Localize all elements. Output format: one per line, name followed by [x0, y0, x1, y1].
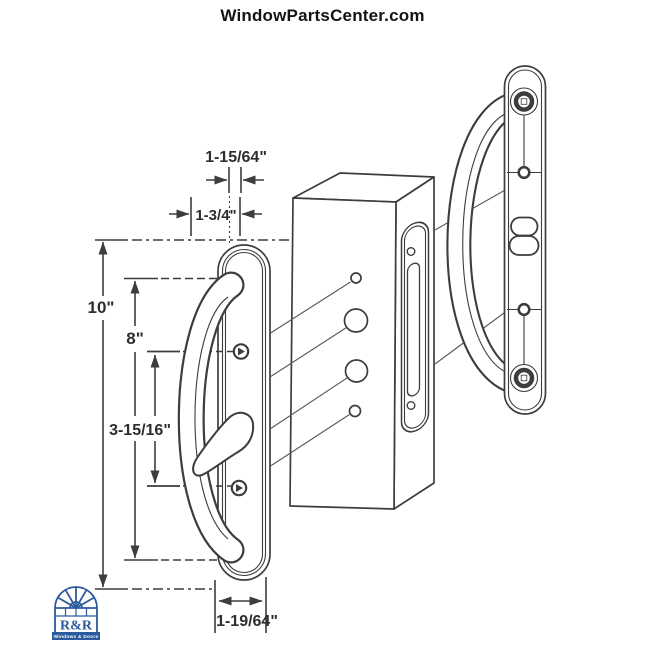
dimension-screw-spacing: 3-15/16"	[109, 350, 180, 487]
exterior-hole-bottom	[507, 302, 541, 317]
interior-screw-top	[232, 343, 250, 360]
screw-leader-lines	[268, 281, 351, 468]
exterior-handle-drawing	[434, 65, 547, 415]
dimension-base-width: 1-19/64"	[214, 577, 278, 633]
dimension-overall-height: 10"	[88, 241, 115, 588]
dimension-top-width: 1-3/4"	[169, 196, 262, 243]
dim-label-screw-spacing: 3-15/16"	[109, 422, 171, 439]
mortise-faceplate	[400, 221, 430, 433]
logo-tagline-text: Windows & Doors	[54, 634, 99, 640]
dimension-projection: 1-15/64"	[205, 149, 267, 193]
thumb-latch-lever	[192, 411, 255, 477]
stile-front-face	[289, 197, 397, 510]
stile-hole-bottom	[348, 404, 362, 418]
exterior-screw-boss-top	[509, 87, 539, 116]
exterior-hole-top	[507, 165, 541, 180]
logo-brand-text: R&R	[60, 619, 93, 634]
exterior-screw-boss-bottom	[509, 363, 539, 393]
dimension-handle-height: 8"	[126, 280, 144, 559]
faceplate-screw-bottom	[406, 401, 416, 411]
stile-spindle-hole-upper	[343, 308, 369, 333]
interior-grip-contour	[194, 296, 229, 540]
door-stile-drawing	[289, 172, 435, 510]
thumbturn-slot-lower	[508, 235, 540, 256]
dim-label-overall-height: 10"	[88, 298, 115, 317]
faceplate-screw-top	[406, 246, 416, 256]
exterior-grip-contour	[462, 111, 511, 375]
dim-label-base-width: 1-19/64"	[216, 613, 278, 630]
thumbturn-slot-upper	[510, 216, 539, 237]
logo-banner	[52, 632, 100, 640]
site-title: WindowPartsCenter.com	[220, 6, 425, 25]
stile-hole-top	[350, 272, 362, 284]
interior-handle-drawing	[147, 244, 351, 581]
fanlight-window-icon	[54, 586, 98, 632]
rr-windows-doors-logo: R&R Windows & Doors	[52, 586, 100, 640]
dim-label-handle-height: 8"	[126, 329, 144, 348]
dim-label-top-width: 1-3/4"	[195, 207, 236, 224]
interior-screw-bottom	[230, 479, 248, 497]
stile-spindle-hole-lower	[344, 359, 369, 383]
dim-label-projection: 1-15/64"	[205, 149, 267, 166]
